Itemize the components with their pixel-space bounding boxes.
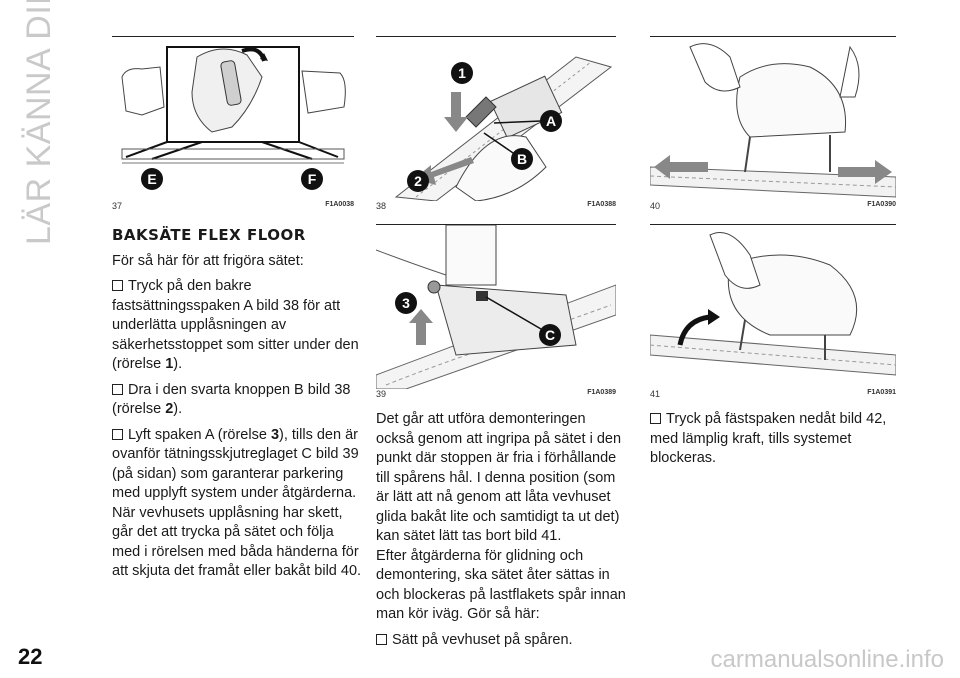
figure-37-code: F1A0038 xyxy=(325,201,354,208)
figure-38-code: F1A0388 xyxy=(587,201,616,208)
checkbox-bullet-icon xyxy=(376,633,387,645)
figure-40: 40 F1A0390 xyxy=(650,36,896,215)
refit-step: Sätt på vevhuset på spåren. xyxy=(376,631,626,651)
figure-39-label-3: 3 xyxy=(402,295,410,311)
removal-paragraph: Det går att utföra demonteringen också g… xyxy=(376,411,622,544)
figure-38-label-1: 1 xyxy=(458,65,466,81)
step-3: Lyft spaken A (rörelse 3), tills den är … xyxy=(112,426,362,504)
figure-40-caption: 40 F1A0390 xyxy=(650,201,896,215)
figure-41-illustration xyxy=(650,232,896,376)
text-column-1: BAKSÄTE FLEX FLOOR För så här för att fr… xyxy=(112,226,362,588)
figure-37-number: 37 xyxy=(112,201,123,211)
figure-37-label-f: F xyxy=(308,171,317,187)
lock-step-text: Tryck på fästspaken nedåt bild 42, med l… xyxy=(650,411,887,466)
step-2-movement: 2 xyxy=(165,401,174,417)
side-title-text: LÄR KÄNNA DIN BIL xyxy=(20,0,58,245)
intro-text: För så här för att frigöra sätet: xyxy=(112,252,304,269)
step-1: Tryck på den bakre fastsättningsspaken A… xyxy=(112,277,362,375)
text-column-2: Det går att utföra demonteringen också g… xyxy=(376,410,626,656)
figure-39-caption: 39 F1A0389 xyxy=(376,389,616,403)
text-column-3: Tryck på fästspaken nedåt bild 42, med l… xyxy=(650,410,900,475)
step-2-end: ). xyxy=(173,401,183,417)
figure-40-code: F1A0390 xyxy=(867,201,896,208)
figure-38-label-b: B xyxy=(517,151,527,167)
side-section-title: LÄR KÄNNA DIN BIL xyxy=(10,0,70,250)
figure-40-illustration xyxy=(650,43,896,198)
lock-step: Tryck på fästspaken nedåt bild 42, med l… xyxy=(650,410,900,469)
figure-39-number: 39 xyxy=(376,389,387,399)
step-1-movement: 1 xyxy=(165,356,174,372)
step-3-text: Lyft spaken A (rörelse xyxy=(128,426,271,443)
figure-39-label-c: C xyxy=(545,327,555,343)
figure-41-caption: 41 F1A0391 xyxy=(650,389,896,403)
checkbox-bullet-icon xyxy=(112,280,123,291)
figure-37-label-e: E xyxy=(147,171,156,187)
section-heading: BAKSÄTE FLEX FLOOR xyxy=(112,226,306,244)
figure-41: 41 F1A0391 xyxy=(650,224,896,403)
figure-38-label-2: 2 xyxy=(414,173,422,189)
figure-40-number: 40 xyxy=(650,201,661,211)
checkbox-bullet-icon xyxy=(112,383,123,395)
figure-38-illustration: 1 A B 2 xyxy=(394,56,613,201)
checkbox-bullet-icon xyxy=(650,413,661,424)
step-2-text: Dra i den svarta knoppen B bild 38 (röre… xyxy=(112,381,351,418)
figure-39: 3 C 39 F1A0389 xyxy=(376,224,616,403)
step-2: Dra i den svarta knoppen B bild 38 (röre… xyxy=(112,381,362,420)
figure-39-code: F1A0389 xyxy=(587,389,616,396)
figure-38-label-a: A xyxy=(546,113,556,129)
step-1-end: ). xyxy=(173,356,183,372)
checkbox-bullet-icon xyxy=(112,428,123,440)
figure-37-illustration: E F xyxy=(121,46,346,190)
figure-37: E F 37 F1A0038 xyxy=(112,36,354,215)
release-paragraph: När vevhusets upplåsning har skett, går … xyxy=(112,504,362,580)
figure-38: 1 A B 2 38 F1A0388 xyxy=(376,36,616,215)
figure-37-caption: 37 F1A0038 xyxy=(112,201,354,215)
watermark: carmanualsonline.info xyxy=(710,646,944,673)
step-1-text: Tryck på den bakre fastsättningsspaken A… xyxy=(112,278,359,372)
step-3-end: ), tills den är ovanför tätningsskjutreg… xyxy=(112,426,359,502)
step-3-movement: 3 xyxy=(270,426,280,443)
refit-step-text: Sätt på vevhuset på spåren. xyxy=(392,631,573,648)
figure-38-caption: 38 F1A0388 xyxy=(376,201,616,215)
page-number: 22 xyxy=(18,644,43,669)
figure-41-number: 41 xyxy=(650,389,661,399)
refit-paragraph: Efter åtgärderna för glidning och demont… xyxy=(376,547,626,623)
figure-39-illustration: 3 C xyxy=(376,225,616,389)
figure-38-number: 38 xyxy=(376,201,387,211)
figure-41-code: F1A0391 xyxy=(867,389,896,396)
